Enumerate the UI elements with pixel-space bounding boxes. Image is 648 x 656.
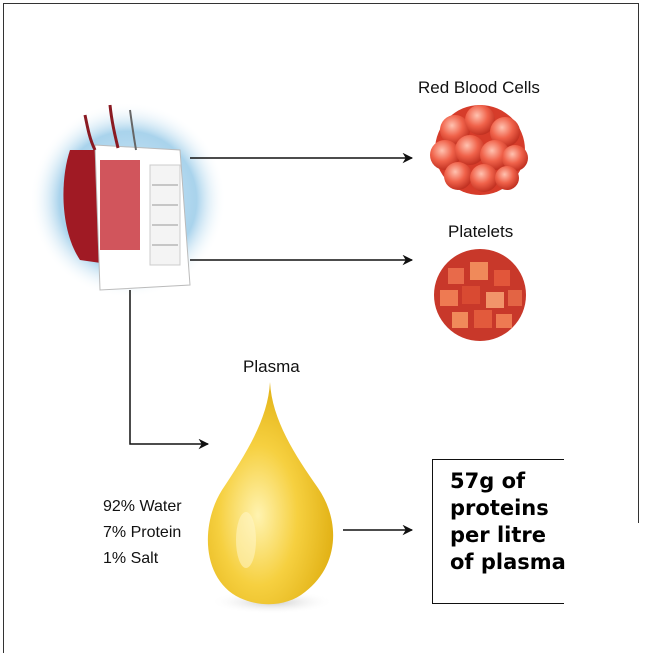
blood-bag-icon [30,102,226,298]
platelets-label: Platelets [448,222,513,242]
plasma-composition-list: 92% Water 7% Protein 1% Salt [103,494,182,572]
red-blood-cells-icon [430,105,528,195]
callout-line-1: 57g of [450,468,564,495]
protein-callout-box: 57g of proteins per litre of plasma [432,459,564,604]
plasma-label: Plasma [243,357,300,377]
callout-line-4: of plasma [450,549,564,576]
composition-salt: 1% Salt [103,546,182,572]
red-blood-cells-label: Red Blood Cells [418,78,540,98]
callout-line-3: per litre [450,522,564,549]
platelets-icon [434,249,526,341]
callout-line-2: proteins [450,495,564,522]
arrow-to-plasma [130,290,208,444]
composition-protein: 7% Protein [103,520,182,546]
composition-water: 92% Water [103,494,182,520]
plasma-drop-icon [208,382,334,614]
